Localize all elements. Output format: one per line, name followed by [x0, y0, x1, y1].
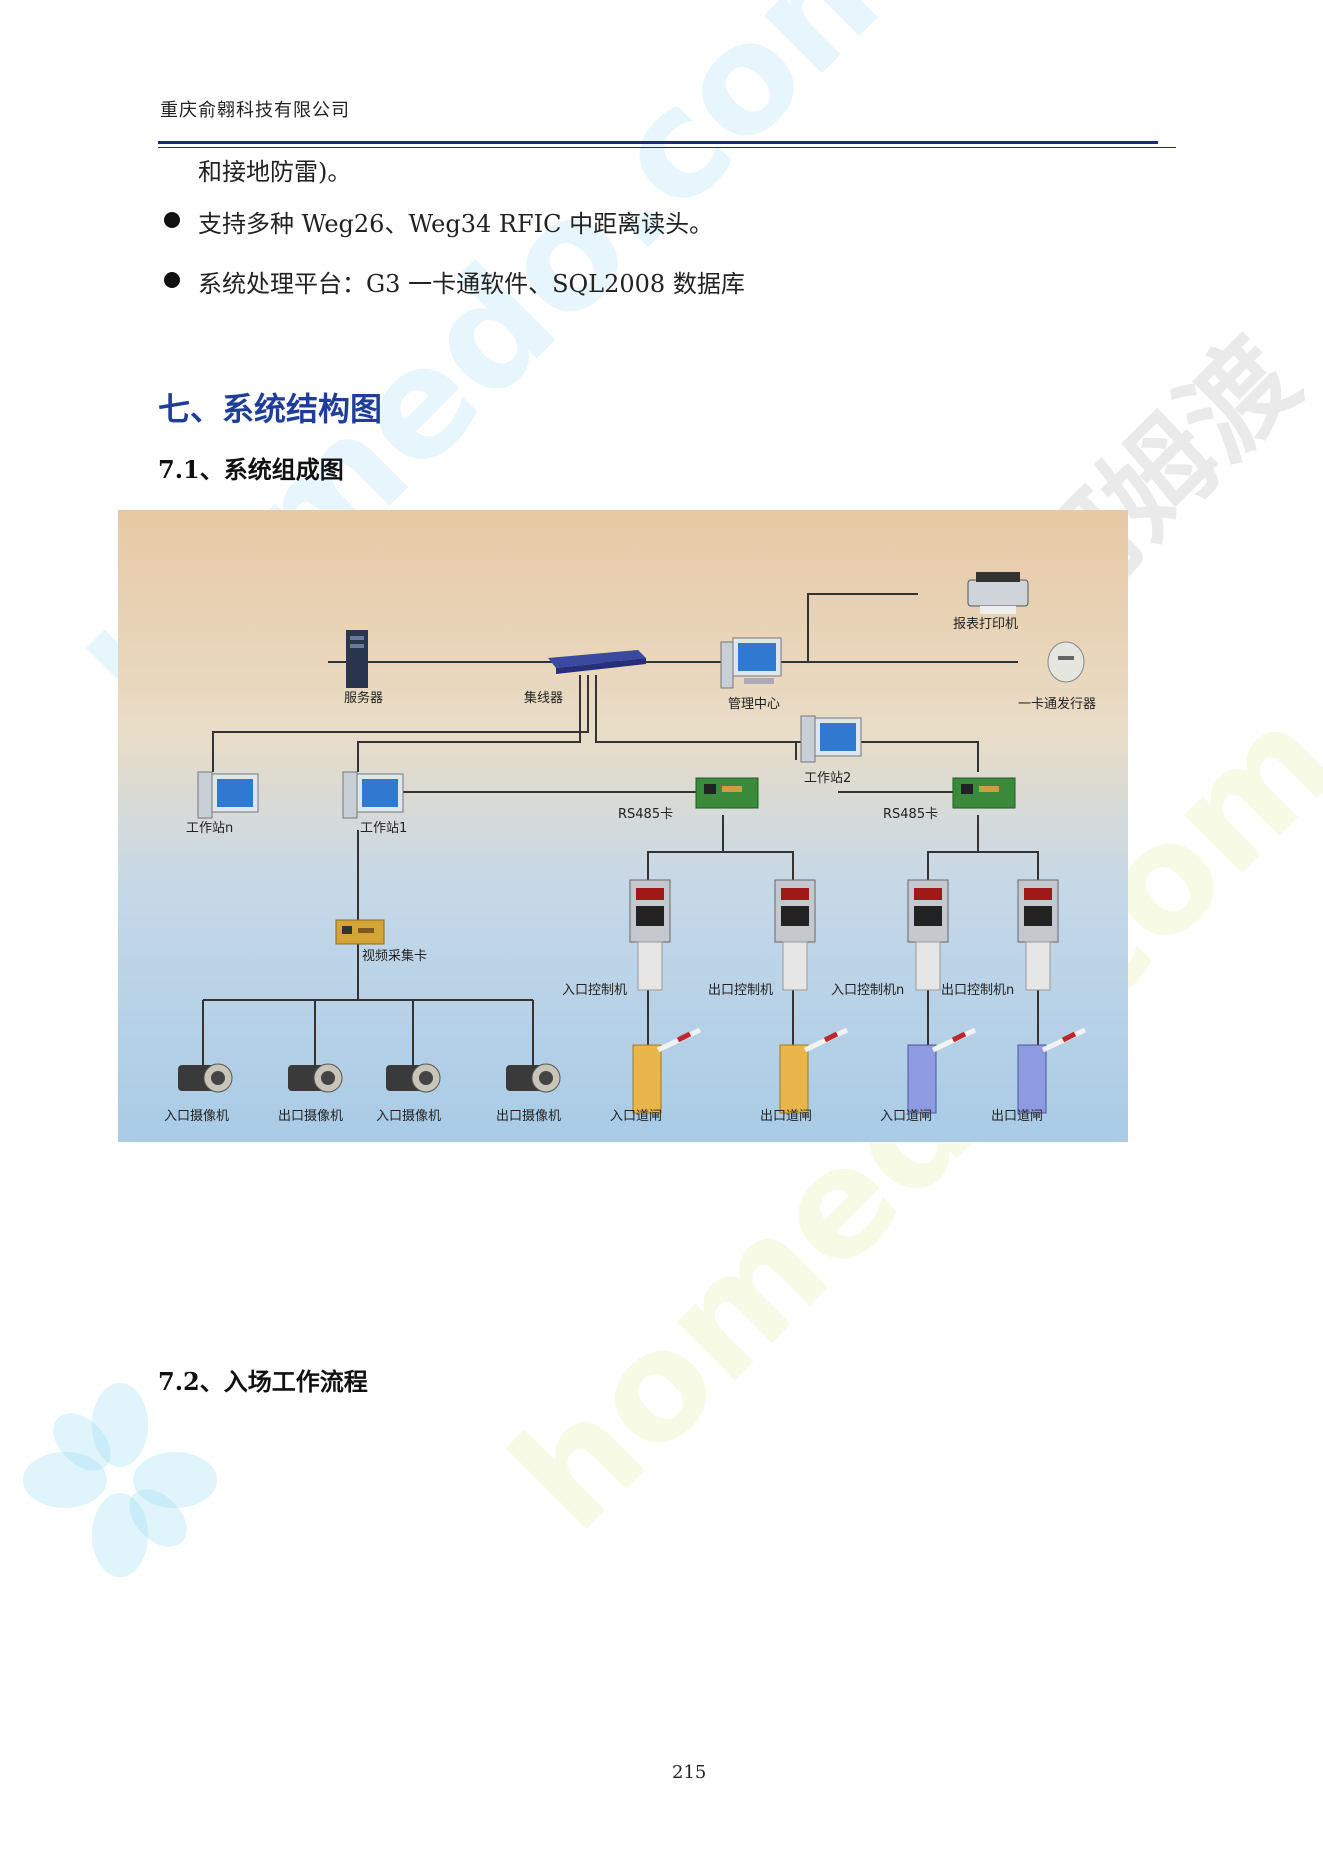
connection-lines	[202, 593, 1039, 1065]
subsection-title-1: 7.1、系统组成图	[158, 455, 344, 484]
label-controller: 出口控制机n	[941, 983, 1014, 998]
label-gate: 出口道闸	[760, 1109, 812, 1124]
card-issuer-icon	[1047, 641, 1085, 683]
camera-icon	[178, 1063, 233, 1093]
continuation-text: 和接地防雷)。	[198, 158, 352, 186]
label-server: 服务器	[344, 690, 383, 706]
barrier-gate-icon	[632, 1027, 702, 1114]
label-hub: 集线器	[524, 690, 563, 706]
label-gate: 出口道闸	[991, 1109, 1043, 1124]
label-camera: 入口摄像机	[164, 1109, 229, 1124]
label-workstation-1: 工作站1	[360, 821, 407, 836]
label-workstation-n: 工作站n	[186, 821, 233, 836]
label-gate: 入口道闸	[610, 1109, 662, 1124]
workstation-n-icon	[197, 771, 259, 819]
label-video-card: 视频采集卡	[362, 948, 427, 964]
label-gate: 入口道闸	[880, 1109, 932, 1124]
system-diagram: 报表打印机 服务器 集线器 管理中心 一卡通发行器 工作站2 工作站n 工作站1…	[118, 510, 1128, 1142]
subsection-title-2: 7.2、入场工作流程	[158, 1367, 368, 1396]
label-controller: 出口控制机	[708, 983, 773, 998]
rs485-card-left-icon	[695, 777, 759, 809]
label-camera: 出口摄像机	[278, 1109, 343, 1124]
label-camera: 入口摄像机	[376, 1109, 441, 1124]
camera-icon	[506, 1063, 561, 1093]
printer-icon	[967, 572, 1029, 614]
bullet-item-platform: 系统处理平台：G3 一卡通软件、SQL2008 数据库	[198, 270, 745, 298]
header-rule-thin	[158, 147, 1176, 148]
bullet-dot	[164, 272, 180, 288]
controller-icon	[907, 879, 949, 991]
barrier-gate-icon	[907, 1027, 977, 1114]
label-rs485-right: RS485卡	[883, 807, 938, 822]
controller-icon	[629, 879, 671, 991]
video-capture-card-icon	[335, 919, 385, 945]
workstation-1-icon	[342, 771, 404, 819]
label-controller: 入口控制机n	[831, 983, 904, 998]
rs485-card-right-icon	[952, 777, 1016, 809]
barrier-gate-icon	[779, 1027, 849, 1114]
label-controller: 入口控制机	[562, 983, 627, 998]
barrier-gate-icon	[1017, 1027, 1087, 1114]
label-camera: 出口摄像机	[496, 1109, 561, 1124]
camera-icon	[386, 1063, 441, 1093]
hub-icon	[548, 650, 646, 674]
controller-icon	[1017, 879, 1059, 991]
label-card-issuer: 一卡通发行器	[1018, 696, 1096, 712]
camera-icon	[288, 1063, 343, 1093]
bullet-dot	[164, 212, 180, 228]
page-number: 215	[672, 1762, 707, 1783]
watermark-flower-logo	[20, 1380, 220, 1584]
bullet-item-readers: 支持多种 Weg26、Weg34 RFIC 中距离读头。	[198, 210, 714, 238]
label-workstation-2: 工作站2	[804, 771, 851, 786]
section-title: 七、系统结构图	[158, 390, 383, 428]
management-computer-icon	[720, 637, 782, 689]
label-rs485-left: RS485卡	[618, 807, 673, 822]
label-management: 管理中心	[728, 697, 780, 712]
header-rule	[158, 141, 1158, 144]
header-company-name: 重庆俞翱科技有限公司	[160, 100, 350, 121]
label-printer: 报表打印机	[953, 617, 1018, 632]
controller-icon	[774, 879, 816, 991]
workstation-2-icon	[800, 715, 862, 763]
server-icon	[346, 630, 368, 688]
